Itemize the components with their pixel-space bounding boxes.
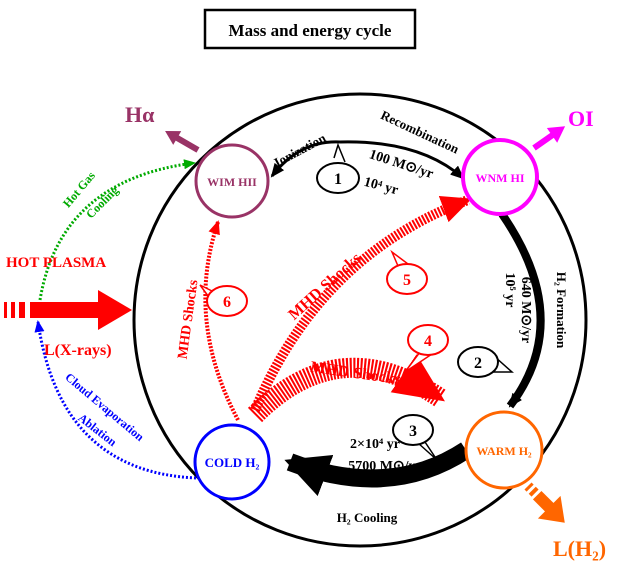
ionization-label: Ionization <box>271 130 328 170</box>
cold-h2-node <box>193 423 271 501</box>
halpha-label: Hα <box>125 102 155 127</box>
mhd-shock-arrow-5 <box>250 195 472 412</box>
oi-arrow-icon <box>532 126 566 151</box>
wim-label: WIM HII <box>207 175 257 189</box>
h2-formation-arrow <box>498 211 545 409</box>
mhd-shocks-label-6: MHD Shocks <box>176 278 202 360</box>
rate-3: 5700 M⊙/yr <box>348 459 422 474</box>
time-1: 10⁴ yr <box>362 175 400 199</box>
mhd-shock-arrow-6 <box>203 220 240 421</box>
x-ray-arrow-icon <box>4 290 132 330</box>
lh2-arrow-icon <box>524 482 565 523</box>
callout-2: 2 <box>457 346 514 378</box>
wim-node <box>194 143 270 219</box>
mhd-shocks-label-5: MHD Shocks <box>285 250 364 324</box>
cooling-label: Cooling <box>83 183 121 221</box>
cold-h2-label: COLD H₂ <box>205 455 260 470</box>
cloud-evaporation-arrow <box>34 320 197 480</box>
callout-4: 4 <box>404 324 449 373</box>
svg-text:5: 5 <box>403 272 411 289</box>
callout-1: 1 <box>316 142 360 194</box>
hot-plasma-label: HOT PLASMA <box>6 255 106 271</box>
rate-2: 640 M⊙/yr <box>518 277 533 344</box>
lxray-label: L(X-rays) <box>44 342 112 359</box>
recombination-arrow <box>339 140 465 180</box>
oi-label: OI <box>568 106 594 131</box>
warm-h2-label: WARM H₂ <box>476 444 532 458</box>
time-3: 2×10⁴ yr <box>350 437 400 452</box>
h2-formation-label: H₂ Formation <box>554 272 569 349</box>
rate-1: 100 M⊙/yr <box>367 147 435 182</box>
mhd-shock-arrow-4 <box>247 354 446 423</box>
title-box: Mass and energy cycle <box>203 8 417 50</box>
h2-cooling-label: H₂ Cooling <box>337 510 398 525</box>
wnm-label: WNM HI <box>476 171 525 185</box>
h2-cooling-arrow <box>284 442 471 497</box>
halpha-arrow-icon <box>165 131 200 153</box>
wnm-node <box>461 138 539 216</box>
svg-text:2: 2 <box>474 355 482 372</box>
svg-text:4: 4 <box>424 333 432 350</box>
warm-h2-node <box>464 410 544 490</box>
cycle-ring <box>132 92 588 548</box>
ionization-arrow <box>270 140 341 178</box>
svg-text:3: 3 <box>409 423 417 440</box>
callout-3: 3 <box>392 414 438 461</box>
callout-6: 6 <box>199 284 248 317</box>
hot-gas-cooling-arrow <box>38 159 196 301</box>
svg-text:1: 1 <box>334 171 342 188</box>
svg-text:6: 6 <box>223 294 231 311</box>
recombination-label: Recombination <box>378 107 462 157</box>
callout-5: 5 <box>386 249 428 295</box>
title: Mass and energy cycle <box>229 21 392 40</box>
lh2-label: L(H₂) <box>553 536 606 561</box>
time-2: 10⁵ yr <box>502 273 517 308</box>
